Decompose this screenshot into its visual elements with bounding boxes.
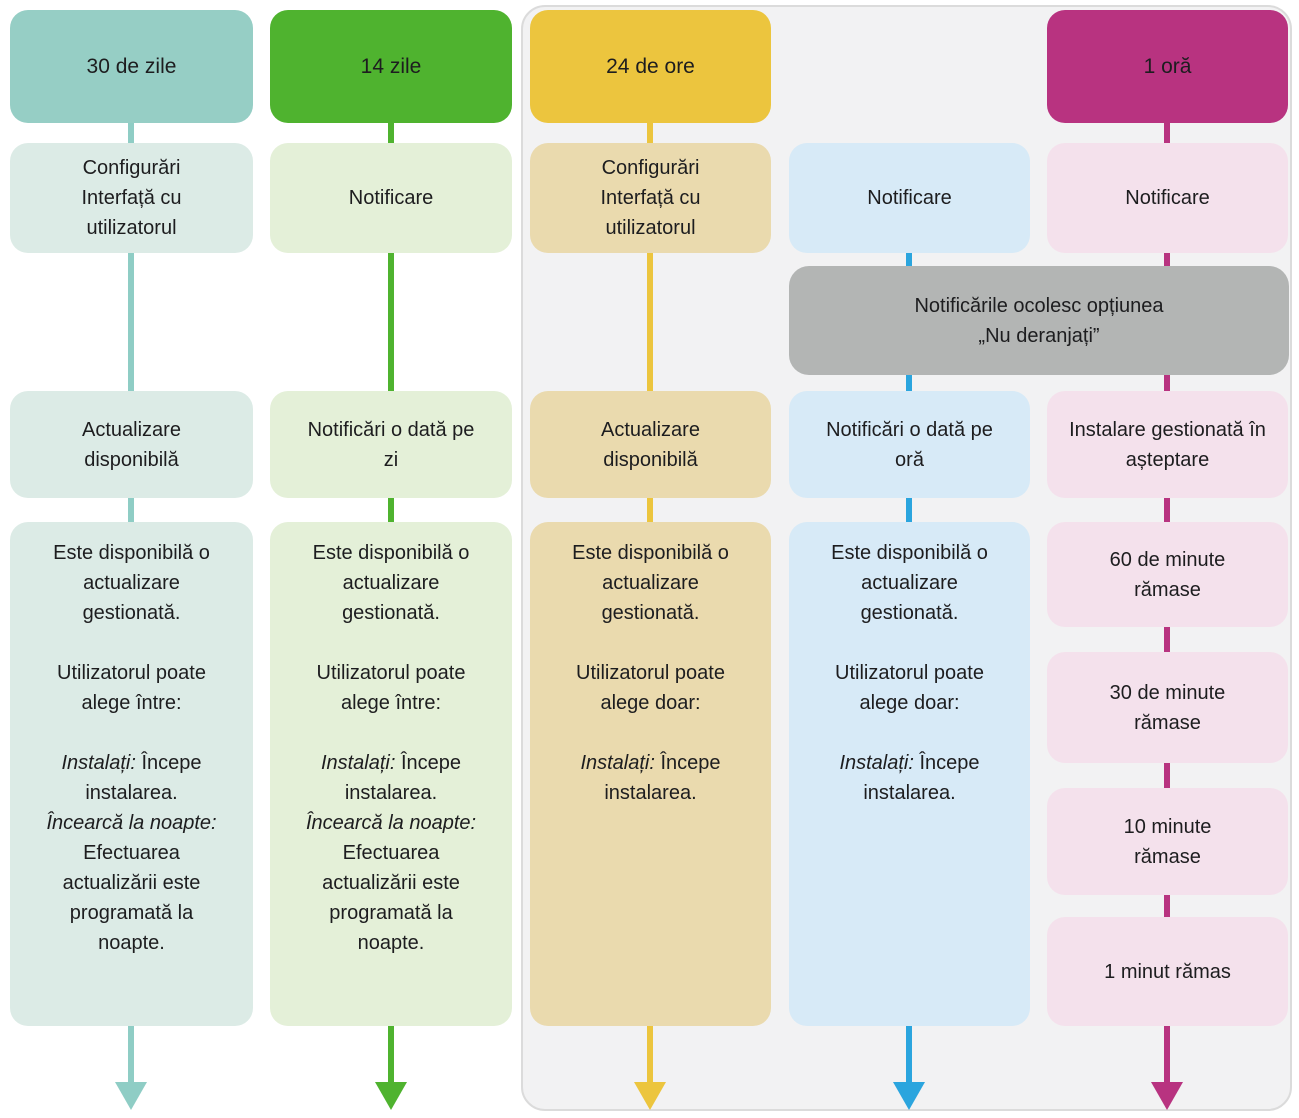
detail-box-14-days: Este disponibilă o actualizare gestionat…: [270, 522, 512, 1026]
connector: [388, 498, 394, 522]
countdown-box-1-min: 1 minut rămas: [1047, 917, 1288, 1026]
notification-label: Notificare: [1125, 187, 1210, 209]
detail-availability: Este disponibilă o actualizare gestionat…: [831, 542, 988, 624]
column-header-30-days: 30 de zile: [10, 10, 253, 123]
countdown-box-30-min: 30 de minute rămase: [1047, 652, 1288, 763]
arrow-shaft: [128, 1026, 134, 1082]
connector: [906, 253, 912, 266]
countdown-label: 60 de minute rămase: [1109, 548, 1226, 601]
countdown-label: 30 de minute rămase: [1109, 681, 1226, 734]
column-header-label: 1 oră: [1143, 54, 1192, 78]
option-tonight-label: Încearcă la noapte:: [46, 812, 217, 834]
arrow-down-icon: [893, 1082, 925, 1110]
detail-availability: Este disponibilă o actualizare gestionat…: [53, 542, 210, 624]
detail-options: Instalați: Începe instalarea.: [556, 748, 746, 808]
option-install-text: Începe instalarea.: [85, 752, 202, 804]
countdown-label: 10 minute rămase: [1123, 815, 1212, 868]
connector: [647, 123, 653, 143]
countdown-box-60-min: 60 de minute rămase: [1047, 522, 1288, 627]
option-tonight-text: Efectuarea actualizării este programată …: [322, 842, 460, 954]
option-install-text: Începe instalarea.: [863, 752, 980, 804]
status-box-1-hour: Instalare gestionată în așteptare: [1047, 391, 1288, 498]
ui-settings-box-30-days: Configurări Interfață cu utilizatorul: [10, 143, 253, 253]
column-header-24-hours: 24 de ore: [530, 10, 771, 123]
detail-options: Instalați: Începe instalarea. Încearcă l…: [296, 748, 486, 958]
arrow-shaft: [906, 1026, 912, 1082]
connector: [388, 123, 394, 143]
connector: [647, 253, 653, 391]
detail-choice: Utilizatorul poate alege doar:: [576, 662, 725, 714]
connector: [1164, 498, 1170, 522]
connector: [388, 253, 394, 391]
detail-box-hourly: Este disponibilă o actualizare gestionat…: [789, 522, 1030, 1026]
notification-box-14-days: Notificare: [270, 143, 512, 253]
notification-box-hourly: Notificare: [789, 143, 1030, 253]
connector: [128, 123, 134, 143]
option-tonight-text: Efectuarea actualizării este programată …: [62, 842, 201, 954]
dnd-bypass-text: Notificările ocolesc opțiunea „Nu deranj…: [914, 291, 1163, 351]
detail-box-30-days: Este disponibilă o actualizare gestionat…: [10, 522, 253, 1026]
connector: [1164, 123, 1170, 143]
status-label: Actualizare disponibilă: [82, 418, 181, 471]
arrow-shaft: [1164, 1026, 1170, 1082]
status-box-hourly: Notificări o dată pe oră: [789, 391, 1030, 498]
dnd-bypass-line1: Notificările ocolesc opțiunea: [914, 294, 1164, 317]
notification-label: Notificare: [348, 187, 434, 209]
detail-availability: Este disponibilă o actualizare gestionat…: [572, 542, 729, 624]
arrow-down-icon: [375, 1082, 407, 1110]
column-header-label: 24 de ore: [606, 54, 695, 78]
detail-box-24-hours: Este disponibilă o actualizare gestionat…: [530, 522, 771, 1026]
option-install-text: Începe instalarea.: [344, 752, 462, 804]
connector: [1164, 253, 1170, 266]
connector: [1164, 763, 1170, 788]
detail-choice: Utilizatorul poate alege între:: [316, 662, 466, 714]
status-label: Notificări o dată pe zi: [307, 418, 475, 471]
option-tonight-label: Încearcă la noapte:: [305, 812, 477, 834]
status-box-14-days: Notificări o dată pe zi: [270, 391, 512, 498]
option-install-label: Instalați:: [61, 752, 136, 774]
connector: [906, 498, 912, 522]
column-header-1-hour: 1 oră: [1047, 10, 1288, 123]
ui-settings-label: Configurări Interfață cu utilizatorul: [600, 157, 701, 239]
status-box-24-hours: Actualizare disponibilă: [530, 391, 771, 498]
arrow-down-icon: [115, 1082, 147, 1110]
column-header-label: 14 zile: [360, 54, 422, 78]
detail-options: Instalați: Începe instalarea.: [815, 748, 1005, 808]
arrow-shaft: [647, 1026, 653, 1082]
dnd-bypass-line2: „Nu deranjați”: [978, 324, 1100, 347]
countdown-label: 1 minut rămas: [1104, 960, 1231, 983]
arrow-down-icon: [1151, 1082, 1183, 1110]
notification-box-1-hour: Notificare: [1047, 143, 1288, 253]
option-install-label: Instalați:: [580, 752, 655, 774]
arrow-down-icon: [634, 1082, 666, 1110]
detail-choice: Utilizatorul poate alege doar:: [835, 662, 984, 714]
column-header-label: 30 de zile: [86, 54, 177, 78]
connector: [1164, 895, 1170, 917]
status-box-30-days: Actualizare disponibilă: [10, 391, 253, 498]
option-install-text: Începe instalarea.: [604, 752, 721, 804]
detail-availability: Este disponibilă o actualizare gestionat…: [312, 542, 470, 624]
notification-label: Notificare: [867, 187, 952, 209]
connector: [128, 253, 134, 391]
connector: [1164, 627, 1170, 652]
status-label: Notificări o dată pe oră: [826, 418, 993, 471]
ui-settings-label: Configurări Interfață cu utilizatorul: [81, 157, 182, 239]
detail-choice: Utilizatorul poate alege între:: [57, 662, 206, 714]
status-label: Instalare gestionată în așteptare: [1069, 418, 1266, 471]
connector: [1164, 375, 1170, 391]
arrow-shaft: [388, 1026, 394, 1082]
ui-settings-box-24-hours: Configurări Interfață cu utilizatorul: [530, 143, 771, 253]
connector: [647, 498, 653, 522]
status-label: Actualizare disponibilă: [601, 418, 700, 471]
countdown-box-10-min: 10 minute rămase: [1047, 788, 1288, 895]
connector: [906, 375, 912, 391]
dnd-bypass-note: Notificările ocolesc opțiunea „Nu deranj…: [789, 266, 1289, 375]
detail-options: Instalați: Începe instalarea. Încearcă l…: [37, 748, 227, 958]
option-install-label: Instalați:: [839, 752, 914, 774]
option-install-label: Instalați:: [320, 752, 396, 774]
column-header-14-days: 14 zile: [270, 10, 512, 123]
connector: [128, 498, 134, 522]
